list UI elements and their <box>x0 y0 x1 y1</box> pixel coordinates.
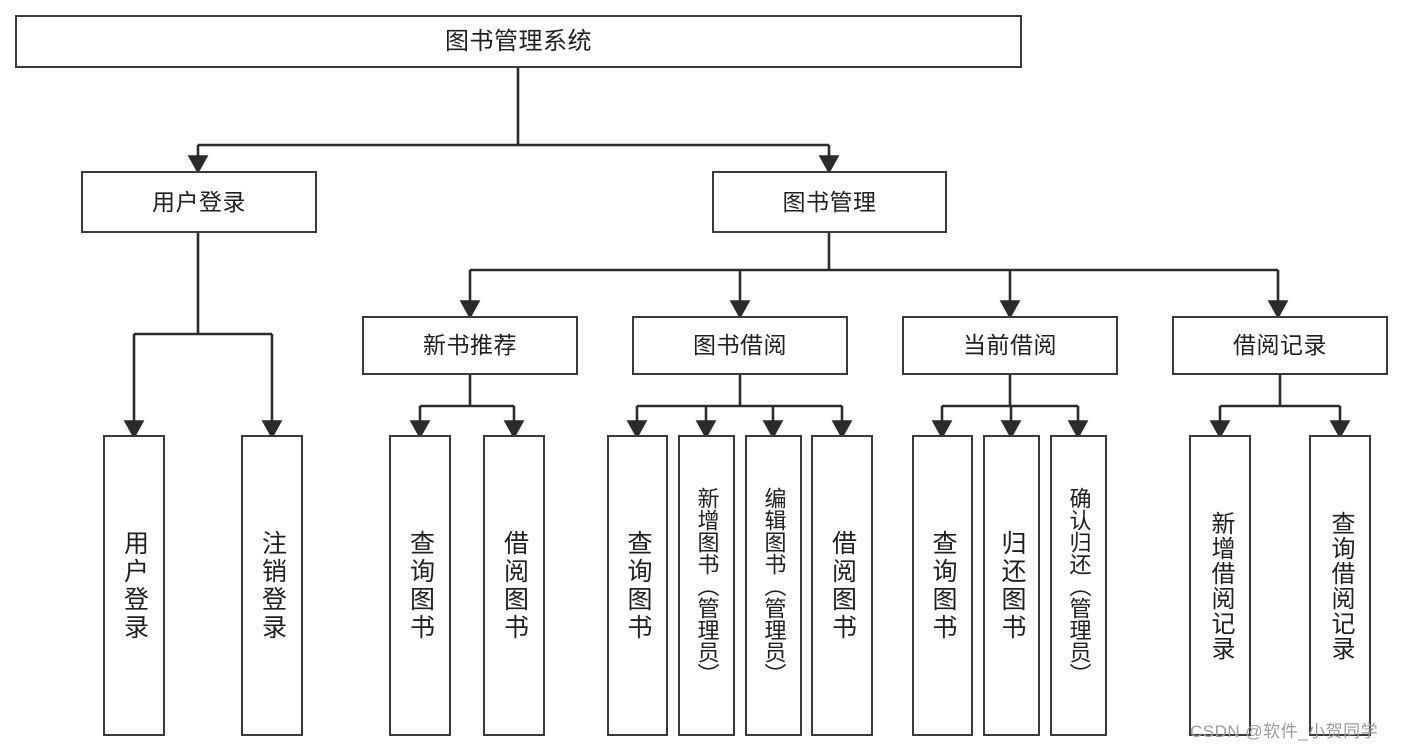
node-leaf-return-book-label: 归还图书 <box>998 529 1026 642</box>
node-leaf-query-book-3[interactable]: 查询图书 <box>912 435 973 736</box>
node-leaf-confirm-return-admin-label: 确认归还（管理员） <box>1066 486 1092 685</box>
csdn-watermark: CSDN @软件_小贺同学 <box>1190 722 1379 741</box>
node-leaf-query-book-1-label: 查询图书 <box>406 529 435 642</box>
node-leaf-edit-book-admin-label: 编辑图书（管理员） <box>761 486 787 685</box>
node-new-book-recommend-label: 新书推荐 <box>423 332 517 359</box>
node-borrow-record-label: 借阅记录 <box>1233 332 1327 359</box>
node-leaf-borrow-book-1[interactable]: 借阅图书 <box>483 435 545 736</box>
node-leaf-borrow-book-2-label: 借阅图书 <box>828 529 857 642</box>
node-leaf-query-borrow-record[interactable]: 查询借阅记录 <box>1309 435 1371 736</box>
node-leaf-borrow-book-2[interactable]: 借阅图书 <box>811 435 873 736</box>
node-user-login[interactable]: 用户登录 <box>81 171 317 233</box>
node-leaf-confirm-return-admin[interactable]: 确认归还（管理员） <box>1050 435 1107 736</box>
node-root-label: 图书管理系统 <box>445 27 592 55</box>
node-leaf-logout-login-label: 注销登录 <box>258 529 287 642</box>
node-leaf-user-login-label: 用户登录 <box>120 529 149 642</box>
node-root[interactable]: 图书管理系统 <box>15 15 1022 68</box>
node-current-borrow-label: 当前借阅 <box>963 332 1057 359</box>
node-leaf-add-book-admin-label: 新增图书（管理员） <box>694 486 720 685</box>
node-leaf-return-book[interactable]: 归还图书 <box>983 435 1040 736</box>
node-borrow-record[interactable]: 借阅记录 <box>1172 316 1388 375</box>
node-leaf-edit-book-admin[interactable]: 编辑图书（管理员） <box>745 435 802 736</box>
node-book-manage[interactable]: 图书管理 <box>712 171 947 233</box>
node-leaf-query-book-2[interactable]: 查询图书 <box>607 435 668 736</box>
node-leaf-borrow-book-1-label: 借阅图书 <box>500 529 529 642</box>
node-book-manage-label: 图书管理 <box>782 188 877 215</box>
node-book-borrow-label: 图书借阅 <box>693 332 787 359</box>
node-leaf-add-borrow-record-label: 新增借阅记录 <box>1207 510 1234 661</box>
node-new-book-recommend[interactable]: 新书推荐 <box>362 316 578 375</box>
node-leaf-logout-login[interactable]: 注销登录 <box>241 435 303 736</box>
node-user-login-label: 用户登录 <box>152 188 246 215</box>
node-leaf-user-login[interactable]: 用户登录 <box>103 435 165 736</box>
node-leaf-add-book-admin[interactable]: 新增图书（管理员） <box>678 435 735 736</box>
node-leaf-query-book-2-label: 查询图书 <box>624 529 652 642</box>
node-leaf-query-borrow-record-label: 查询借阅记录 <box>1327 510 1354 661</box>
node-book-borrow[interactable]: 图书借阅 <box>632 316 848 375</box>
node-leaf-query-book-1[interactable]: 查询图书 <box>389 435 451 736</box>
node-current-borrow[interactable]: 当前借阅 <box>902 316 1118 375</box>
node-leaf-add-borrow-record[interactable]: 新增借阅记录 <box>1189 435 1251 736</box>
node-leaf-query-book-3-label: 查询图书 <box>929 529 957 642</box>
